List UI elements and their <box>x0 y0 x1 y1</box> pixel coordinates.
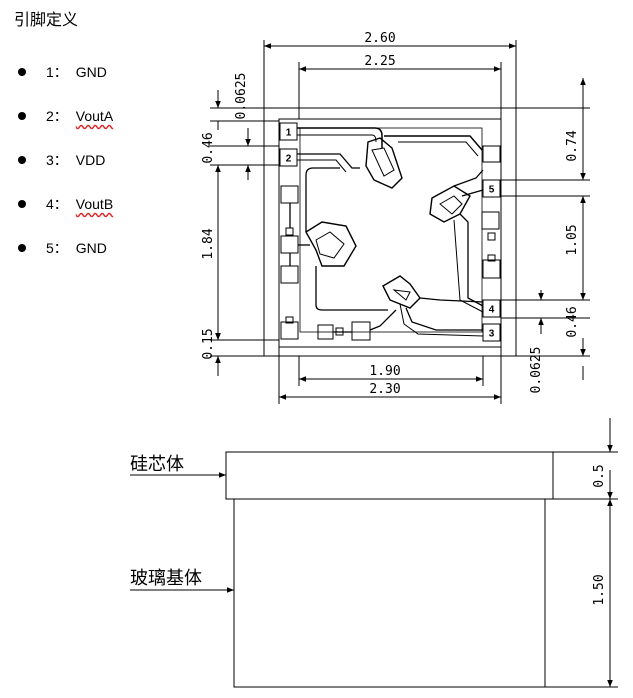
bullet-icon <box>18 156 26 164</box>
glass-substrate <box>233 498 546 688</box>
pin-number: 4： <box>46 196 68 212</box>
dim-left-span: 1.84 <box>201 228 216 259</box>
active-area <box>299 127 483 333</box>
pin-definition-title: 引脚定义 <box>14 12 79 29</box>
pad-label-2: 2 <box>286 154 292 165</box>
dim-left-bottom: 0.15 <box>201 328 216 359</box>
dim-glass-thickness: 1.50 <box>592 574 607 605</box>
pin-item: 1： GND <box>14 50 113 94</box>
dim-silicon-thickness: 0.5 <box>592 464 607 487</box>
pin-item: 5： GND <box>14 226 113 270</box>
pad-5 <box>482 179 501 198</box>
pin-name: VoutA <box>75 108 114 124</box>
dim-outer-width: 2.60 <box>364 31 395 46</box>
side-view <box>130 418 618 688</box>
pin-number: 1： <box>46 64 68 80</box>
bullet-icon <box>18 112 26 120</box>
dim-right-top: 0.74 <box>565 130 580 161</box>
pad-4 <box>482 299 501 318</box>
dim-left-pad-pitch: 0.46 <box>201 132 216 163</box>
dim-right-bottom-offset: 0.0625 <box>529 347 544 394</box>
pin-name: GND <box>75 240 107 256</box>
pad-label-4: 4 <box>489 305 495 316</box>
pin-list: 1： GND 2： VoutA 3： VDD 4： VoutB 5： GND <box>14 50 113 270</box>
dim-inner-width: 2.25 <box>364 54 395 69</box>
dim-left-top-offset: 0.0625 <box>234 73 249 120</box>
bullet-icon <box>18 68 26 76</box>
dim-bottom-inner-width: 1.90 <box>369 364 400 379</box>
top-view <box>210 40 590 404</box>
pin-name: VoutB <box>75 196 114 212</box>
bullet-icon <box>18 244 26 252</box>
dim-right-mid: 1.05 <box>565 224 580 255</box>
pad-label-1: 1 <box>286 128 292 139</box>
pin-item: 2： VoutA <box>14 94 113 138</box>
pin-number: 5： <box>46 240 68 256</box>
pad-2 <box>279 148 298 167</box>
pad-label-5: 5 <box>489 185 495 196</box>
pin-number: 2： <box>46 108 68 124</box>
pad-3 <box>482 323 501 342</box>
silicon-layer <box>225 451 554 500</box>
die-inner-outline <box>278 118 502 348</box>
glass-label: 玻璃基体 <box>130 568 202 589</box>
pin-name: VDD <box>75 152 106 168</box>
pin-number: 3： <box>46 152 68 168</box>
pin-item: 4： VoutB <box>14 182 113 226</box>
pad-1 <box>279 122 298 141</box>
pin-name: GND <box>75 64 107 80</box>
pin-item: 3： VDD <box>14 138 113 182</box>
pad-label-3: 3 <box>489 329 495 340</box>
bullet-icon <box>18 200 26 208</box>
silicon-label: 硅芯体 <box>130 454 184 475</box>
dim-right-pad-pitch: 0.46 <box>565 306 580 337</box>
dim-bottom-outer-width: 2.30 <box>369 382 400 397</box>
die-outline <box>263 107 517 357</box>
